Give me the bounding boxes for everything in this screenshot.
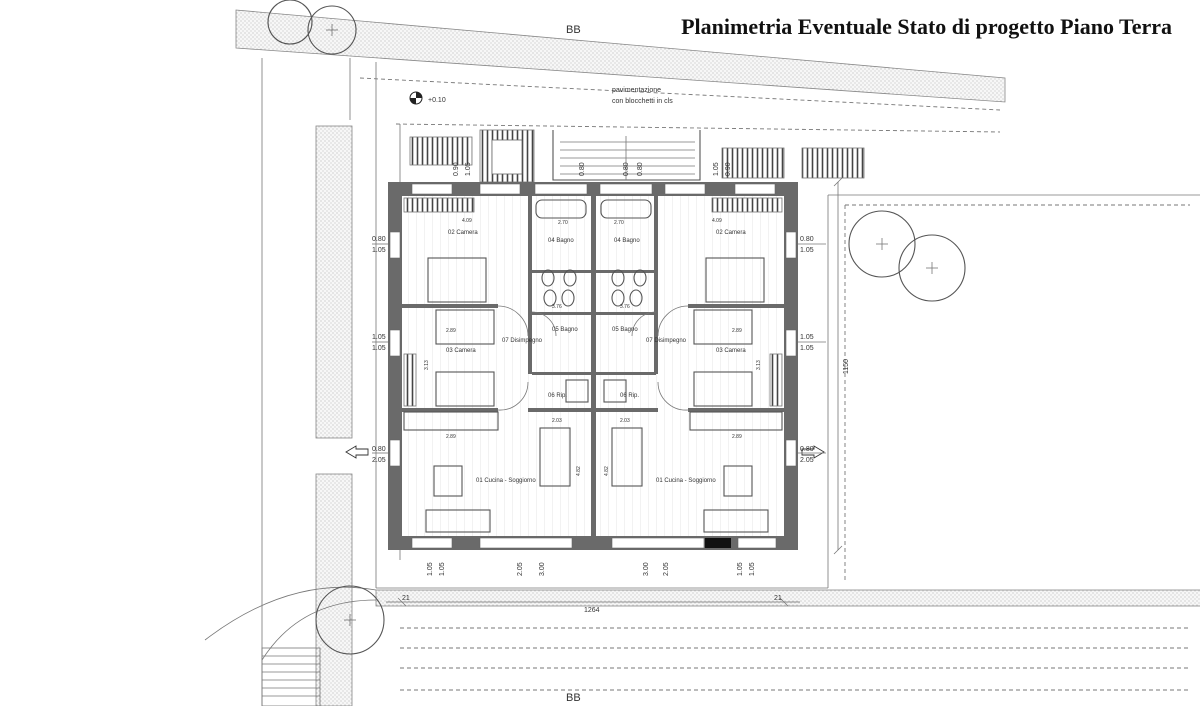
dimension-lines: [372, 177, 843, 607]
dimension-label: 1.05: [749, 562, 756, 576]
room-label: 05 Bagno: [552, 327, 578, 333]
dimension-label: 1.05: [372, 247, 386, 254]
dimension-label: 2.05: [663, 562, 670, 576]
dimension-label: 0.90: [725, 162, 732, 176]
dimension-label: 4.82: [604, 466, 610, 476]
dimension-label: 1.05: [713, 162, 720, 176]
dimension-label: 2.89: [446, 434, 456, 440]
building: [388, 182, 798, 550]
room-label: 01 Cucina - Soggiorno: [476, 478, 536, 484]
dimension-label: 1.05: [439, 562, 446, 576]
dimension-label: 2.89: [732, 434, 742, 440]
room-label: 04 Bagno: [548, 238, 574, 244]
dimension-label: 2.05: [517, 562, 524, 576]
tree-icon: [315, 585, 385, 655]
dimension-label: 4.09: [462, 218, 472, 224]
stairs: [552, 130, 701, 181]
dimension-label: 3.00: [643, 562, 650, 576]
entrance-arrow-icon: [345, 445, 369, 459]
dimension-label: 3.76: [620, 304, 630, 310]
dimension-label: 1.05: [800, 247, 814, 254]
dimension-label: 2.89: [732, 328, 742, 334]
room-label: 03 Camera: [716, 348, 746, 354]
room-label: 06 Rip.: [548, 393, 567, 399]
dimension-label: 0.80: [579, 162, 586, 176]
room-label: 02 Camera: [448, 230, 478, 236]
dimension-label: 2.70: [614, 220, 624, 226]
dimension-label: 2.03: [620, 418, 630, 424]
dimension-label: 3.13: [424, 360, 430, 370]
dimension-label: 2.70: [558, 220, 568, 226]
dimension-label: 0.80: [800, 446, 814, 453]
tree-icon: [848, 210, 966, 302]
dimension-label: 1.05: [465, 162, 472, 176]
dimension-label: 0.80: [637, 162, 644, 176]
dimension-label: 3.76: [552, 304, 562, 310]
room-label: 07 Disimpegno: [502, 338, 543, 344]
dimension-label: 1.05: [800, 334, 814, 341]
paving-note-line1: pavimentazione: [612, 87, 661, 94]
dimension-label: 4.82: [576, 466, 582, 476]
dimension-label: 21: [402, 595, 410, 602]
drawing-title: Planimetria Eventuale Stato di progetto …: [681, 14, 1172, 39]
dimension-label: 1.05: [737, 562, 744, 576]
dimension-label: 0.90: [453, 162, 460, 176]
tree-icon: [267, 0, 357, 55]
level-marker-icon: [409, 91, 423, 105]
dimension-label: 0.80: [372, 446, 386, 453]
dimension-label: 0.80: [800, 236, 814, 243]
room-label: 03 Camera: [446, 348, 476, 354]
room-label: 07 Disimpegno: [646, 338, 687, 344]
room-label: 04 Bagno: [614, 238, 640, 244]
dimension-label: 1.05: [372, 345, 386, 352]
room-label: 05 Bagno: [612, 327, 638, 333]
vent-grilles: [409, 129, 865, 183]
section-label-top: BB: [566, 24, 581, 36]
dimension-label: 2.89: [446, 328, 456, 334]
dimension-label: 3.13: [756, 360, 762, 370]
dimension-label: 0.80: [372, 236, 386, 243]
room-label: 01 Cucina - Soggiorno: [656, 478, 716, 484]
room-label: 06 Rip.: [620, 393, 639, 399]
dimension-label: 2.05: [800, 457, 814, 464]
dimension-label: 1.05: [427, 562, 434, 576]
dimension-label: 0.80: [623, 162, 630, 176]
dimension-label: 3.00: [539, 562, 546, 576]
depth-label: 1150: [843, 359, 850, 374]
level-label: +0.10: [428, 97, 446, 104]
room-label: 02 Camera: [716, 230, 746, 236]
dimension-label: 2.03: [552, 418, 562, 424]
paving-note-line2: con blocchetti in cls: [612, 98, 673, 105]
total-width-label: 1264: [584, 607, 600, 614]
entrance-arrow-icon: [801, 445, 825, 459]
dimension-label: 1.05: [372, 334, 386, 341]
dimension-label: 21: [774, 595, 782, 602]
dimension-label: 4.09: [712, 218, 722, 224]
section-label-bottom: BB: [566, 692, 581, 704]
dimension-label: 2.05: [372, 457, 386, 464]
dimension-label: 1.05: [800, 345, 814, 352]
